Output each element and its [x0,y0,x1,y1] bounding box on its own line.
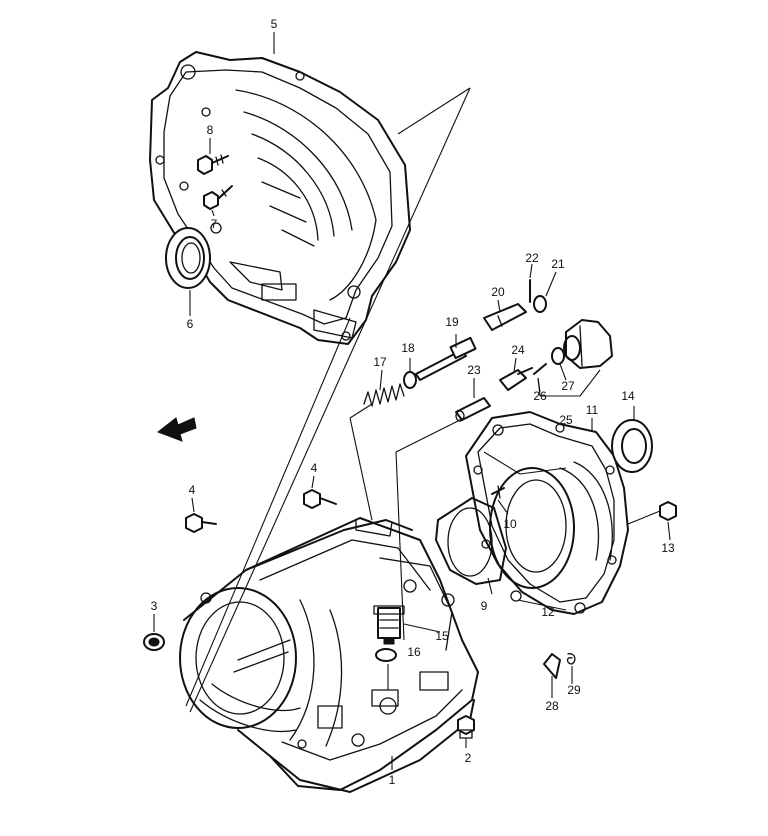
callout-19: 19 [445,315,459,329]
gear-24 [499,367,533,391]
callout-6: 6 [187,317,194,331]
oil-seal-6 [165,227,211,289]
bolt-7 [203,185,233,210]
callout-4-left: 4 [189,483,196,497]
callout-18: 18 [401,341,415,355]
callout-9: 9 [481,599,488,613]
part-26 [533,363,547,375]
callout-20: 20 [491,285,505,299]
callout-22: 22 [525,251,539,265]
callout-17: 17 [373,355,387,369]
bolt-4-right [303,489,337,509]
extension-housing [465,411,629,615]
callout-13: 13 [661,541,675,555]
callout-24: 24 [511,343,525,357]
callout-7: 7 [211,217,218,231]
shaft-23 [455,397,491,422]
callout-16: 16 [407,645,421,659]
o-ring-27 [551,347,565,365]
callout-11: 11 [586,403,599,417]
drain-plug-2 [457,715,475,739]
callout-5: 5 [271,17,278,31]
callout-8: 8 [207,123,214,137]
callout-26: 26 [533,389,547,403]
bolt-4-left [185,513,217,533]
oil-seal-14 [611,419,653,473]
o-ring-16 [375,648,397,662]
callout-12: 12 [541,605,555,619]
callout-3: 3 [151,599,158,613]
solenoid-15 [373,605,405,645]
front-direction-arrow-icon [156,417,197,442]
clip-29 [566,653,576,665]
callout-1: 1 [389,773,396,787]
gasket-9 [435,497,507,585]
callout-2: 2 [465,751,472,765]
shift-shaft-19 [415,336,477,381]
housing-alignment-lines [185,87,471,713]
callout-14: 14 [621,389,635,403]
converter-housing [149,51,411,345]
nut-3 [143,633,165,651]
callout-23: 23 [467,363,481,377]
callout-labels: 5 8 7 6 22 21 20 19 18 17 24 23 27 26 25… [151,17,675,787]
callout-4-right: 4 [311,461,318,475]
callout-28: 28 [545,699,559,713]
callout-10: 10 [503,517,517,531]
leader-lines [153,32,671,770]
shift-lever-20 [483,303,527,331]
callout-21: 21 [551,257,565,271]
speedometer-driven-gear-housing [563,319,613,369]
callout-15: 15 [435,629,449,643]
washer-18 [403,371,417,389]
callout-25: 25 [559,413,573,427]
bolt-13 [627,501,677,525]
bracket-28 [543,653,561,679]
callout-27: 27 [561,379,575,393]
ring-21 [533,295,547,313]
transmission-case [179,517,479,793]
callout-29: 29 [567,683,581,697]
bolt-8 [197,154,229,175]
spring-17 [363,383,405,407]
